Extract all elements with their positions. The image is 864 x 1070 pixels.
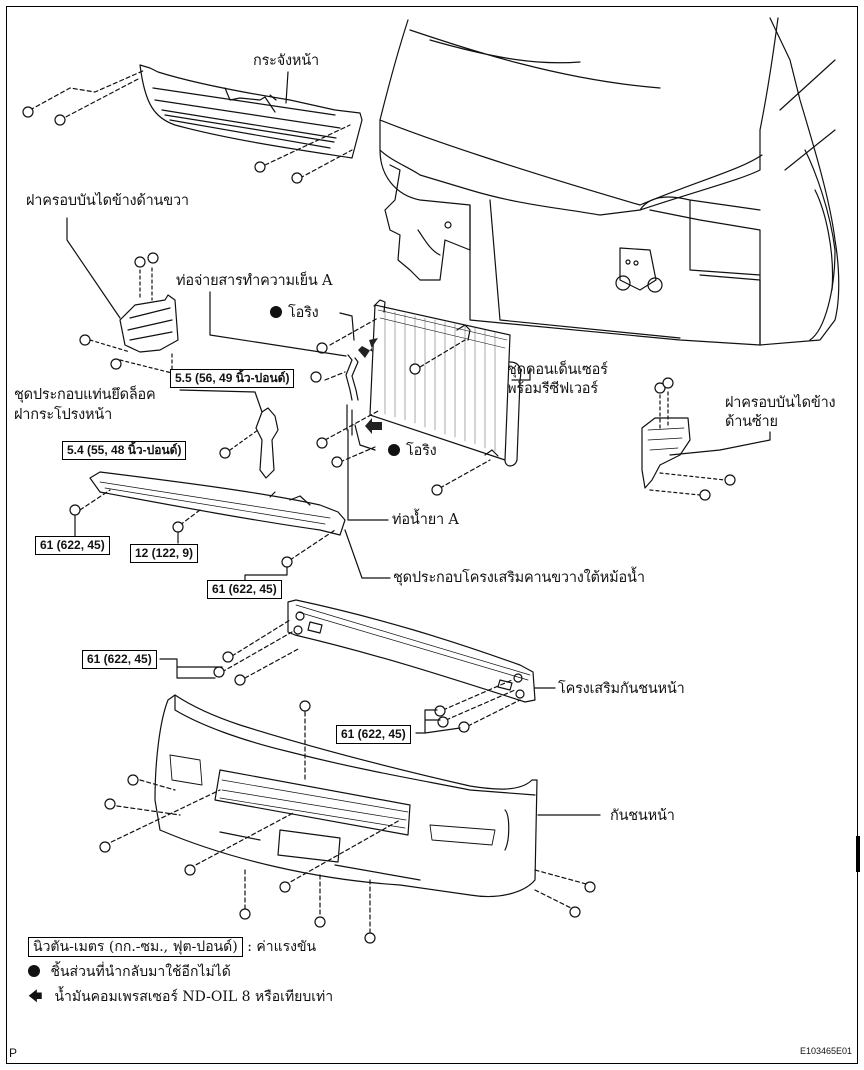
label-discharge-hose: ท่อจ่ายสารทำความเย็น A	[176, 273, 333, 289]
label-radiator-lower-support: ชุดประกอบโครงเสริมคานขวางใต้หม้อน้ำ	[393, 570, 645, 586]
leader-front-grille	[285, 71, 289, 104]
bumper-reinforcement-part	[287, 599, 556, 703]
bumper-fasteners	[99, 700, 596, 944]
radiator-lower-support-part	[69, 471, 391, 583]
page-edge-mark	[856, 836, 860, 872]
filled-circle-icon	[28, 965, 40, 977]
condenser-leaders	[209, 291, 531, 521]
torque-callout-lower-support-left: 61 (622, 45)	[35, 536, 110, 555]
torque-callout-lower-support-right: 61 (622, 45)	[207, 580, 282, 599]
grille-fasteners	[22, 106, 303, 184]
cooler-tubes	[345, 354, 359, 436]
torque-callout-reinforcement-left: 61 (622, 45)	[82, 650, 157, 669]
non-reusable-icon	[270, 306, 282, 318]
o-ring-text: โอริง	[288, 305, 319, 321]
reinforcement-fasteners	[159, 619, 521, 734]
label-o-ring-top: โอริง	[270, 304, 319, 322]
label-condenser-line1: ชุดคอนเด็นเซอร์	[507, 362, 608, 378]
legend-non-reusable: ชิ้นส่วนที่นำกลับมาใช้อีกไม่ได้	[28, 963, 231, 981]
front-grille-part	[139, 64, 363, 159]
label-hood-lock-support-line2: ฝากระโปรงหน้า	[14, 407, 113, 423]
legend-torque-unit: นิวตัน-เมตร (กก.-ซม., ฟุต-ปอนด์)	[28, 937, 243, 957]
step-cover-fasteners	[79, 252, 173, 376]
label-right-step-cover: ฝาครอบบันไดข้างด้านขวา	[26, 193, 189, 209]
torque-callout-lower-support-center: 12 (122, 9)	[130, 544, 199, 563]
hood-lock-support-part	[179, 389, 279, 479]
illustration-code: E103465E01	[799, 1046, 852, 1056]
o-ring-text: โอริง	[406, 443, 437, 459]
front-bumper-part	[154, 694, 601, 898]
corner-mark: P	[9, 1046, 18, 1060]
condenser-part	[369, 299, 522, 467]
oil-arrow-icon-bottom	[365, 418, 382, 434]
legend-torque-desc: : ค่าแรงขัน	[247, 939, 317, 955]
left-step-cover-part	[641, 377, 771, 501]
grille-clips	[29, 69, 353, 179]
label-hood-lock-support-line1: ชุดประกอบแท่นยึดล็อค	[14, 387, 156, 403]
vehicle-front-body	[379, 17, 840, 346]
legend-torque: นิวตัน-เมตร (กก.-ซม., ฟุต-ปอนด์) : ค่าแร…	[28, 937, 317, 957]
legend-non-reusable-text: ชิ้นส่วนที่นำกลับมาใช้อีกไม่ได้	[50, 964, 231, 980]
label-front-bumper: กันชนหน้า	[610, 808, 675, 824]
label-liquid-tube: ท่อน้ำยา A	[392, 512, 459, 528]
legend-compressor-oil: 🡄 น้ำมันคอมเพรสเซอร์ ND-OIL 8 หรือเทียบเ…	[28, 988, 333, 1006]
torque-callout-reinforcement-right: 61 (622, 45)	[336, 725, 411, 744]
torque-callout-cooler-tube: 5.5 (56, 49 นิ้ว-ปอนด์)	[170, 369, 295, 388]
label-front-grille: กระจังหน้า	[253, 53, 319, 69]
torque-callout-hood-lock-support: 5.4 (55, 48 นิ้ว-ปอนด์)	[62, 441, 187, 460]
condenser-fasteners	[310, 317, 491, 496]
label-condenser-line2: พร้อมรีซีฟเวอร์	[507, 381, 598, 397]
left-arrow-icon: 🡄	[28, 989, 43, 1005]
label-bumper-reinforcement: โครงเสริมกันชนหน้า	[558, 681, 685, 697]
legend-compressor-oil-text: น้ำมันคอมเพรสเซอร์ ND-OIL 8 หรือเทียบเท่…	[54, 989, 334, 1005]
right-step-cover-part	[66, 217, 179, 353]
label-o-ring-bottom: โอริง	[388, 442, 437, 460]
non-reusable-icon	[388, 444, 400, 456]
oil-arrow-icon-top	[358, 338, 378, 358]
label-left-step-cover-line2: ด้านซ้าย	[725, 414, 778, 430]
diagram-frame	[6, 6, 858, 1064]
label-left-step-cover-line1: ฝาครอบบันไดข้าง	[725, 395, 836, 411]
